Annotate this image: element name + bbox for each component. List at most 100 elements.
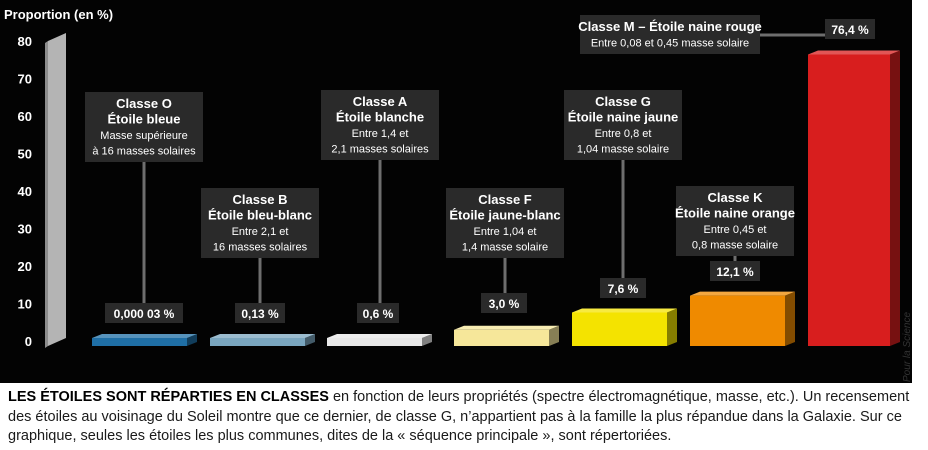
- bar: [572, 312, 667, 346]
- bar-group: [808, 50, 900, 346]
- class-box: [580, 15, 760, 54]
- bar-top: [808, 50, 900, 55]
- value-box: [600, 278, 646, 298]
- class-label: Étoile blanche: [336, 110, 424, 125]
- class-label: Classe O: [116, 96, 172, 111]
- class-detail: Entre 2,1 et: [232, 226, 289, 238]
- class-detail: 0,8 masse solaire: [692, 240, 778, 252]
- bar-group: [690, 291, 795, 346]
- class-label: Classe K: [708, 190, 764, 205]
- y-axis-bar-edge: [45, 41, 48, 348]
- class-box: [564, 90, 682, 160]
- y-tick-label: 20: [18, 259, 32, 274]
- bar-top: [690, 291, 795, 296]
- bar-top: [327, 334, 432, 338]
- value-label: 3,0 %: [489, 297, 520, 311]
- value-box: [357, 303, 399, 323]
- bar: [92, 338, 187, 346]
- class-detail: Entre 0,8 et: [595, 128, 652, 140]
- class-label: Classe M – Étoile naine rouge: [578, 19, 762, 34]
- y-tick-label: 0: [25, 334, 32, 349]
- value-label: 0,000 03 %: [114, 307, 175, 321]
- class-detail: Entre 1,4 et: [352, 128, 409, 140]
- y-tick-label: 10: [18, 297, 32, 312]
- class-box: [201, 188, 319, 258]
- value-box: [105, 303, 183, 323]
- class-detail: 2,1 masses solaires: [331, 144, 429, 156]
- bar-side: [785, 291, 795, 346]
- y-tick-label: 80: [18, 34, 32, 49]
- class-detail: 16 masses solaires: [213, 242, 308, 254]
- class-label: Étoile bleu-blanc: [208, 208, 312, 223]
- caption-text: en fonction de leurs propriétés (spectre…: [8, 389, 910, 444]
- bar-group: [92, 334, 197, 346]
- value-box: [481, 293, 527, 313]
- bar-top: [92, 334, 197, 338]
- class-detail: Entre 0,08 et 0,45 masse solaire: [591, 38, 749, 50]
- bar-side: [890, 50, 900, 346]
- y-tick-label: 50: [18, 147, 32, 162]
- bar-side: [549, 325, 559, 346]
- class-label: Classe F: [478, 192, 532, 207]
- value-label: 0,6 %: [363, 307, 394, 321]
- bar-side: [667, 308, 677, 346]
- class-detail: 1,4 masse solaire: [462, 242, 548, 254]
- value-box: [235, 303, 285, 323]
- value-box: [825, 19, 875, 39]
- y-tick-label: 70: [18, 72, 32, 87]
- class-detail: Masse supérieure: [100, 130, 187, 142]
- bars: [92, 50, 900, 346]
- credit: Pour la Science: [902, 311, 913, 382]
- class-box: [676, 186, 794, 256]
- value-label: 76,4 %: [831, 23, 869, 37]
- class-box: [321, 90, 439, 160]
- class-label: Étoile naine jaune: [568, 110, 679, 125]
- bar-top: [572, 308, 677, 313]
- bar: [454, 329, 549, 346]
- value-label: 12,1 %: [716, 265, 754, 279]
- class-label: Classe G: [595, 94, 651, 109]
- bar-group: [572, 308, 677, 346]
- class-box: [85, 92, 203, 162]
- bar: [808, 54, 890, 346]
- caption-heading: LES ÉTOILES SONT RÉPARTIES EN CLASSES: [8, 389, 329, 405]
- class-box: [446, 188, 564, 258]
- bar: [327, 338, 422, 346]
- bar-top: [454, 325, 559, 330]
- value-label: 0,13 %: [241, 307, 279, 321]
- bar-group: [210, 334, 315, 346]
- bar: [210, 338, 305, 346]
- class-detail: Entre 1,04 et: [474, 226, 537, 238]
- class-detail: à 16 masses solaires: [92, 146, 196, 158]
- value-label: 7,6 %: [608, 282, 639, 296]
- class-label: Classe A: [353, 94, 408, 109]
- class-label: Étoile bleue: [108, 112, 181, 127]
- bar-chart: Proportion (en %)01020304050607080Classe…: [4, 7, 900, 349]
- class-detail: Entre 0,45 et: [704, 224, 767, 236]
- class-label: Classe B: [233, 192, 288, 207]
- value-box: [710, 261, 760, 281]
- bar: [690, 295, 785, 346]
- y-axis-bar-side: [48, 33, 66, 346]
- bar-group: [454, 325, 559, 346]
- class-detail: 1,04 masse solaire: [577, 144, 669, 156]
- bar-top: [210, 334, 315, 338]
- class-label: Étoile jaune-blanc: [449, 208, 560, 223]
- y-tick-label: 30: [18, 222, 32, 237]
- y-tick-label: 60: [18, 109, 32, 124]
- class-label: Étoile naine orange: [675, 206, 795, 221]
- y-tick-label: 40: [18, 184, 32, 199]
- y-axis-label: Proportion (en %): [4, 7, 113, 22]
- bar-group: [327, 334, 432, 346]
- caption: LES ÉTOILES SONT RÉPARTIES EN CLASSES en…: [8, 388, 920, 447]
